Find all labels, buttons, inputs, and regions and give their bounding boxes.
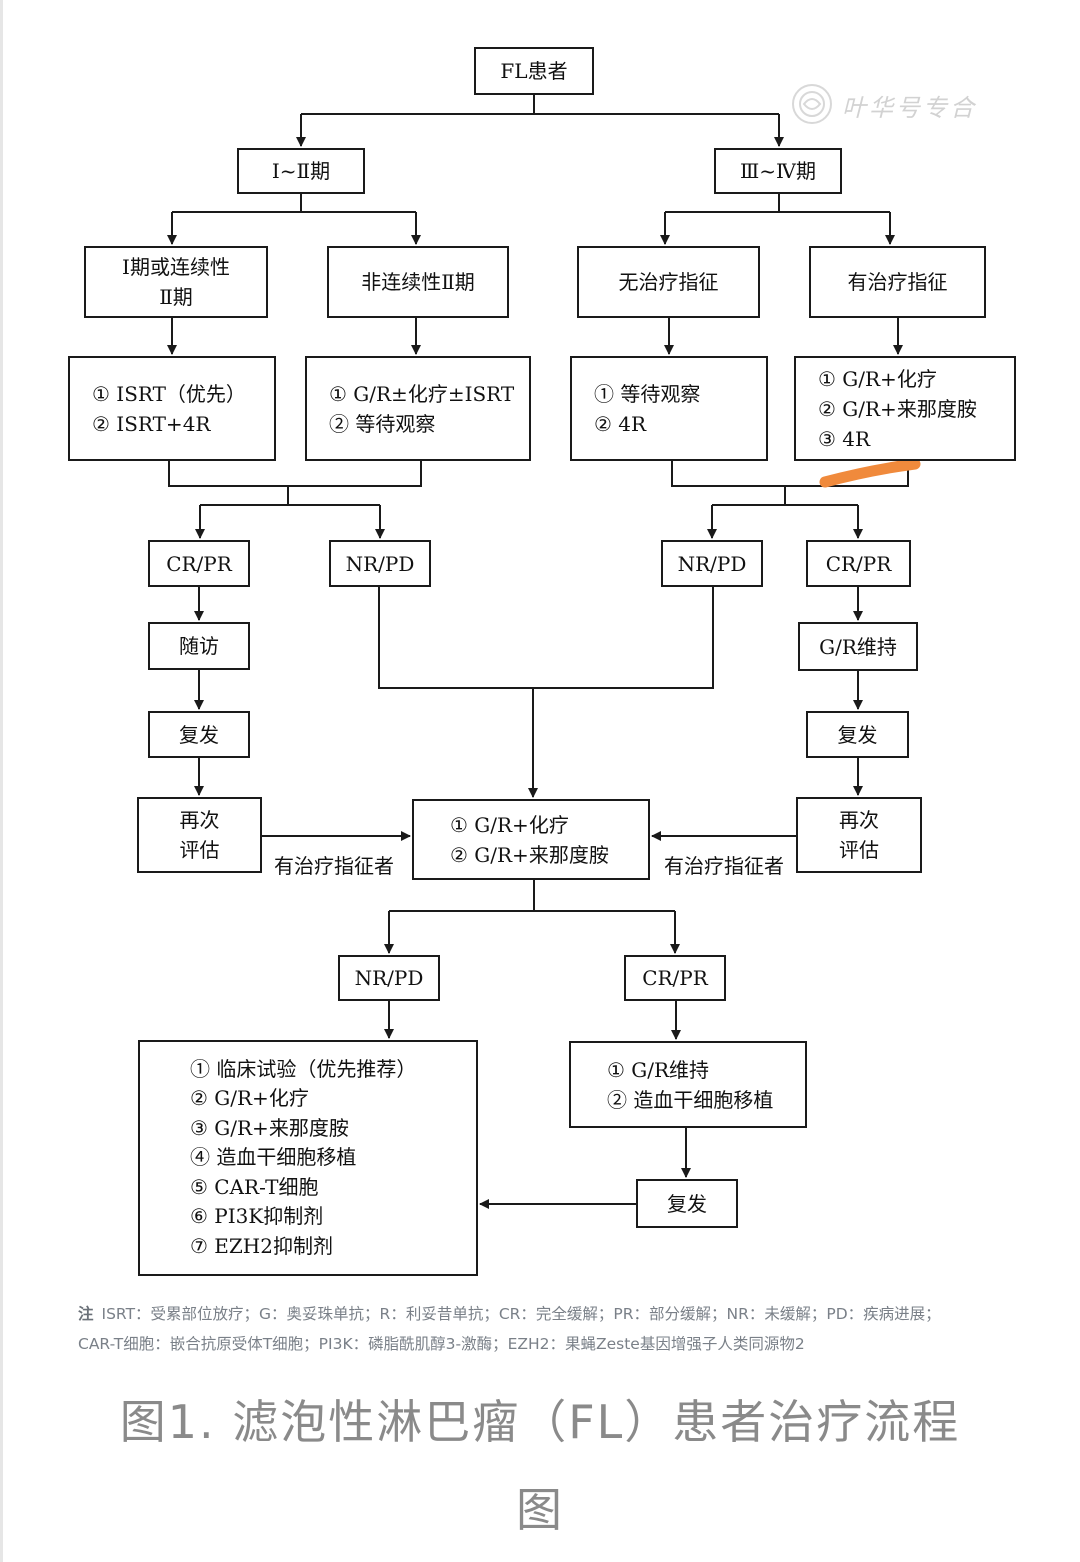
node-line: 有治疗指征 [847, 270, 948, 294]
connector-line [378, 587, 714, 689]
node-no-treatment-indication: 无治疗指征 [577, 246, 760, 318]
node-treatment-gr-chemo-isrt: ① G/R±化疗±ISRT ② 等待观察 [305, 356, 531, 461]
node-line: G/R维持 [819, 634, 897, 659]
node-nr-pd-bottom: NR/PD [338, 955, 440, 1001]
node-line: ④ 造血干细胞移植 [190, 1145, 357, 1170]
node-relapse-left: 复发 [148, 711, 250, 758]
node-line: ① G/R+化疗 [818, 366, 937, 391]
node-line: ② 等待观察 [329, 411, 436, 436]
node-line: 再次 [839, 808, 879, 832]
node-treatment-indication: 有治疗指征 [809, 246, 986, 318]
node-relapse-bottom: 复发 [636, 1179, 738, 1228]
node-line: ① ISRT（优先） [92, 381, 246, 406]
node-stage-1-contiguous-2: Ⅰ期或连续性 Ⅱ期 [84, 246, 268, 318]
edge-label-indicated-right: 有治疗指征者 [664, 854, 784, 878]
caption-line-1: 图1. 滤泡性淋巴瘤（FL）患者治疗流程 [119, 1395, 961, 1449]
node-treatment-isrt: ① ISRT（优先） ② ISRT+4R [68, 356, 276, 461]
footnote-text-1: ISRT：受累部位放疗；G：奥妥珠单抗；R：利妥昔单抗；CR：完全缓解；PR：部… [101, 1305, 941, 1323]
node-line: 复发 [179, 722, 219, 747]
node-reevaluate-right: 再次评估 [796, 797, 922, 873]
page-left-edge [0, 0, 3, 1562]
watermark-text: 叶华号专合 [842, 94, 977, 122]
node-line: ① 等待观察 [594, 381, 701, 406]
node-line: ② 造血干细胞移植 [607, 1087, 774, 1112]
node-nr-pd-left: NR/PD [329, 540, 431, 587]
node-line: ① G/R维持 [607, 1057, 710, 1082]
node-line: 评估 [179, 838, 220, 862]
node-follow-up: 随访 [148, 622, 250, 670]
node-line: ⑥ PI3K抑制剂 [190, 1204, 324, 1229]
node-cr-pr-right: CR/PR [806, 540, 911, 587]
node-line: ② G/R+来那度胺 [818, 396, 977, 421]
node-treatment-watch-4r: ① 等待观察 ② 4R [570, 356, 768, 461]
node-line: 无治疗指征 [618, 270, 719, 294]
node-line: ① 临床试验（优先推荐） [190, 1056, 417, 1081]
node-gr-maintenance-right: G/R维持 [798, 622, 918, 671]
node-line: ③ G/R+来那度胺 [190, 1115, 349, 1140]
watermark-seal-icon [792, 84, 832, 124]
node-nr-pd-right: NR/PD [661, 540, 763, 587]
node-line: ③ 4R [818, 426, 871, 451]
node-stage-1-2: Ⅰ~Ⅱ期 [237, 148, 365, 194]
node-line: ② 4R [594, 411, 647, 436]
node-line: CR/PR [825, 551, 892, 576]
caption-line-2: 图 [516, 1483, 564, 1537]
node-line: ② G/R+来那度胺 [450, 842, 609, 867]
node-line: NR/PD [677, 551, 747, 576]
highlighter-mark [819, 458, 921, 488]
node-cr-pr-bottom: CR/PR [624, 955, 726, 1001]
node-line: ① G/R±化疗±ISRT [329, 381, 515, 406]
node-line: NR/PD [354, 966, 424, 990]
node-line: 随访 [179, 634, 219, 658]
node-line: Ⅰ~Ⅱ期 [271, 159, 331, 183]
node-line: ⑤ CAR-T细胞 [190, 1174, 319, 1199]
node-treatment-gr-options: ① G/R+化疗 ② G/R+来那度胺 ③ 4R [794, 356, 1016, 461]
node-line: ⑦ EZH2抑制剂 [190, 1233, 333, 1258]
node-noncontiguous-stage-2: 非连续性Ⅱ期 [327, 246, 509, 318]
footnote-line-2: CAR-T细胞：嵌合抗原受体T细胞；PI3K：磷脂酰肌醇3-激酶；EZH2：果蝇… [78, 1335, 805, 1353]
node-line: NR/PD [345, 551, 415, 576]
node-center-regimen: ① G/R+化疗 ② G/R+来那度胺 [412, 799, 650, 880]
node-line: Ⅱ期 [159, 285, 193, 309]
footnote-line-1: 注 ISRT：受累部位放疗；G：奥妥珠单抗；R：利妥昔单抗；CR：完全缓解；PR：… [78, 1299, 1038, 1329]
node-line: FL患者 [500, 59, 568, 83]
node-line: ① G/R+化疗 [450, 812, 569, 837]
node-salvage-options: ① 临床试验（优先推荐） ② G/R+化疗 ③ G/R+来那度胺 ④ 造血干细胞移植 ⑤… [138, 1040, 478, 1276]
node-maintenance-transplant: ① G/R维持 ② 造血干细胞移植 [569, 1041, 807, 1128]
node-line: 再次 [179, 808, 220, 832]
node-line: CR/PR [642, 966, 708, 990]
footnote-label: 注 [78, 1305, 94, 1323]
node-relapse-right: 复发 [806, 711, 909, 758]
node-stage-3-4: Ⅲ~Ⅳ期 [714, 148, 842, 194]
node-line: ② G/R+化疗 [190, 1086, 309, 1111]
node-line: Ⅰ期或连续性 [122, 255, 230, 279]
node-line: 评估 [839, 838, 879, 862]
node-reevaluate-left: 再次评估 [137, 797, 262, 873]
figure-caption: 图1. 滤泡性淋巴瘤（FL）患者治疗流程 图 [60, 1378, 1020, 1554]
footnote: 注 ISRT：受累部位放疗；G：奥妥珠单抗；R：利妥昔单抗；CR：完全缓解；PR：… [78, 1299, 1038, 1359]
connector-line [168, 461, 422, 487]
node-line: 非连续性Ⅱ期 [361, 270, 475, 294]
edge-label-indicated-left: 有治疗指征者 [274, 854, 394, 878]
node-line: CR/PR [166, 551, 232, 576]
node-cr-pr-left: CR/PR [148, 540, 250, 587]
connector-line [671, 461, 909, 487]
node-line: ② ISRT+4R [92, 411, 211, 436]
node-fl-patient: FL患者 [474, 47, 594, 95]
node-line: 复发 [837, 722, 878, 747]
node-line: 复发 [667, 1191, 707, 1216]
node-line: Ⅲ~Ⅳ期 [739, 159, 817, 183]
